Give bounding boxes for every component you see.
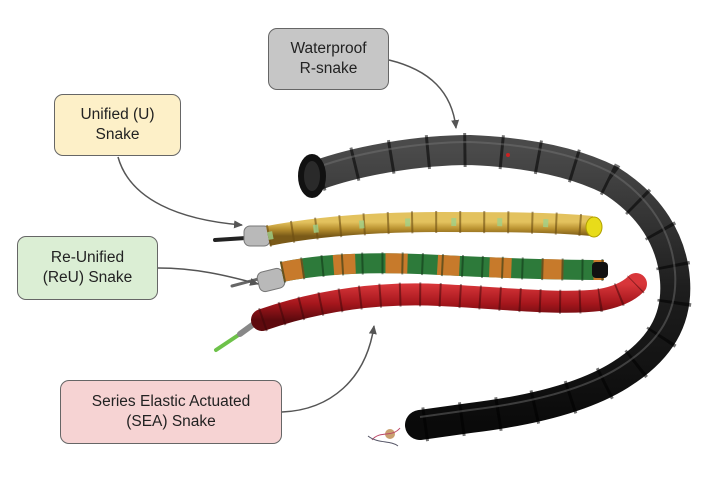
label-re-unified-reu-snake-line1: Re-Unified	[50, 249, 125, 266]
label-waterproof-r-snake-line2: R-snake	[299, 60, 358, 77]
seasnake-callout-arrow	[281, 325, 377, 413]
unified-u-snake-image	[213, 210, 603, 247]
waterproof-r-snake-image	[298, 132, 693, 447]
label-sea-snake-line2: (SEA) Snake	[126, 413, 216, 430]
label-sea-snake: Series Elastic Actuated (SEA) Snake	[60, 380, 282, 444]
label-waterproof-r-snake: Waterproof R-snake	[268, 28, 389, 90]
label-unified-u-snake-line2: Snake	[95, 126, 140, 143]
re-unified-reu-snake-image	[230, 252, 608, 293]
usnake-callout-arrow	[117, 156, 243, 229]
sea-snake-image	[214, 273, 647, 352]
label-unified-u-snake-line1: Unified (U)	[80, 106, 155, 123]
label-re-unified-reu-snake-line2: (ReU) Snake	[42, 269, 133, 286]
label-unified-u-snake: Unified (U) Snake	[54, 94, 181, 156]
label-waterproof-r-snake-line1: Waterproof	[290, 40, 367, 57]
reusnake-callout-arrow	[157, 267, 259, 286]
label-re-unified-reu-snake: Re-Unified (ReU) Snake	[17, 236, 158, 300]
rsnake-callout-arrow	[388, 59, 460, 129]
label-sea-snake-line1: Series Elastic Actuated	[91, 393, 251, 410]
